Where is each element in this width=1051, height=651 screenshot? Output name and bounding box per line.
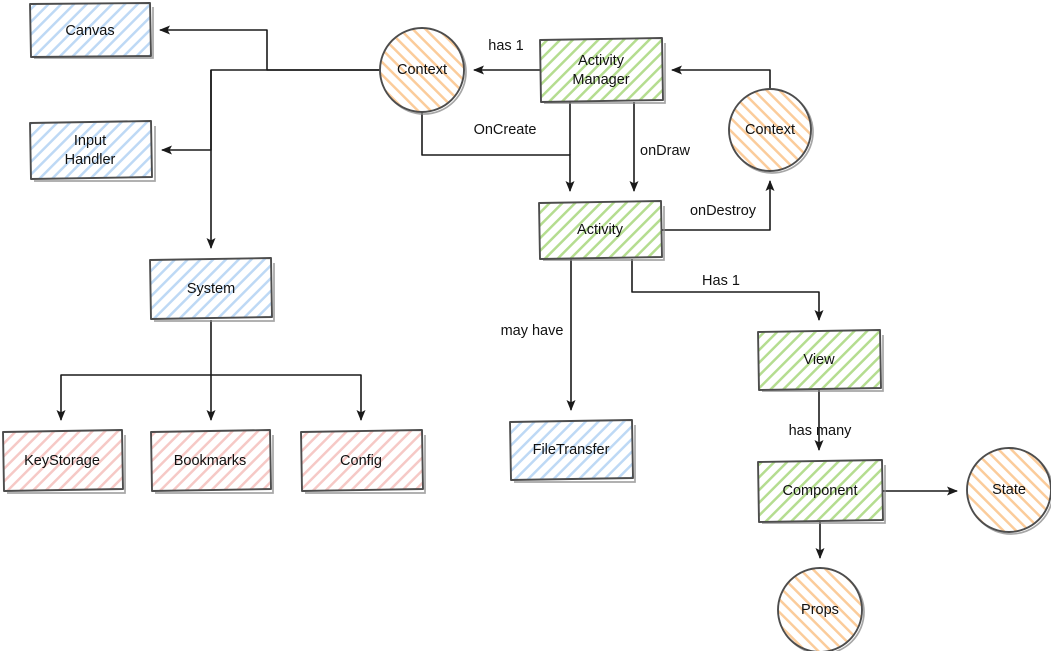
edge-context-right-to-activity-manager [671,65,771,89]
edge-label-ondestroy: onDestroy [690,203,757,219]
node-context-right[interactable]: Context [728,88,814,174]
edge-ondraw: onDraw [629,102,691,192]
node-keystorage[interactable]: KeyStorage [2,429,126,494]
node-activity-manager[interactable]: Activity Manager [539,37,666,104]
edge-label-may-have: may have [501,323,564,339]
edge-label-has-1: has 1 [488,38,523,54]
edge-label-oncreate: OnCreate [474,122,537,138]
edge-has-many: has many [789,390,853,451]
edge-context-to-input-handler [161,69,380,155]
node-input-handler[interactable]: Input Handler [29,120,156,182]
node-activity[interactable]: Activity [538,200,665,261]
edge-label-ondraw: onDraw [640,143,690,159]
node-filetransfer[interactable]: FileTransfer [509,419,636,483]
edge-ondestroy: onDestroy [661,180,775,231]
edge-oncreate: OnCreate [421,112,575,192]
edge-context-to-canvas [159,25,380,71]
node-view[interactable]: View [757,329,884,392]
node-config[interactable]: Config [300,429,426,494]
edge-activity-manager-to-context: has 1 [473,38,540,75]
node-component[interactable]: Component [757,459,886,524]
edge-label-has-many: has many [789,423,853,439]
node-state[interactable]: State [966,447,1051,535]
node-props[interactable]: Props [777,567,865,651]
node-system[interactable]: System [149,257,275,322]
edge-system-to-config [211,374,366,421]
edge-label-has-1-view: Has 1 [702,273,740,289]
node-canvas[interactable]: Canvas [29,2,154,59]
edge-system-to-keystorage [56,320,212,421]
edge-has-1-view: Has 1 [631,259,824,321]
node-bookmarks[interactable]: Bookmarks [150,429,274,494]
node-context-left[interactable]: Context [379,27,467,115]
edge-may-have: may have [501,259,576,411]
